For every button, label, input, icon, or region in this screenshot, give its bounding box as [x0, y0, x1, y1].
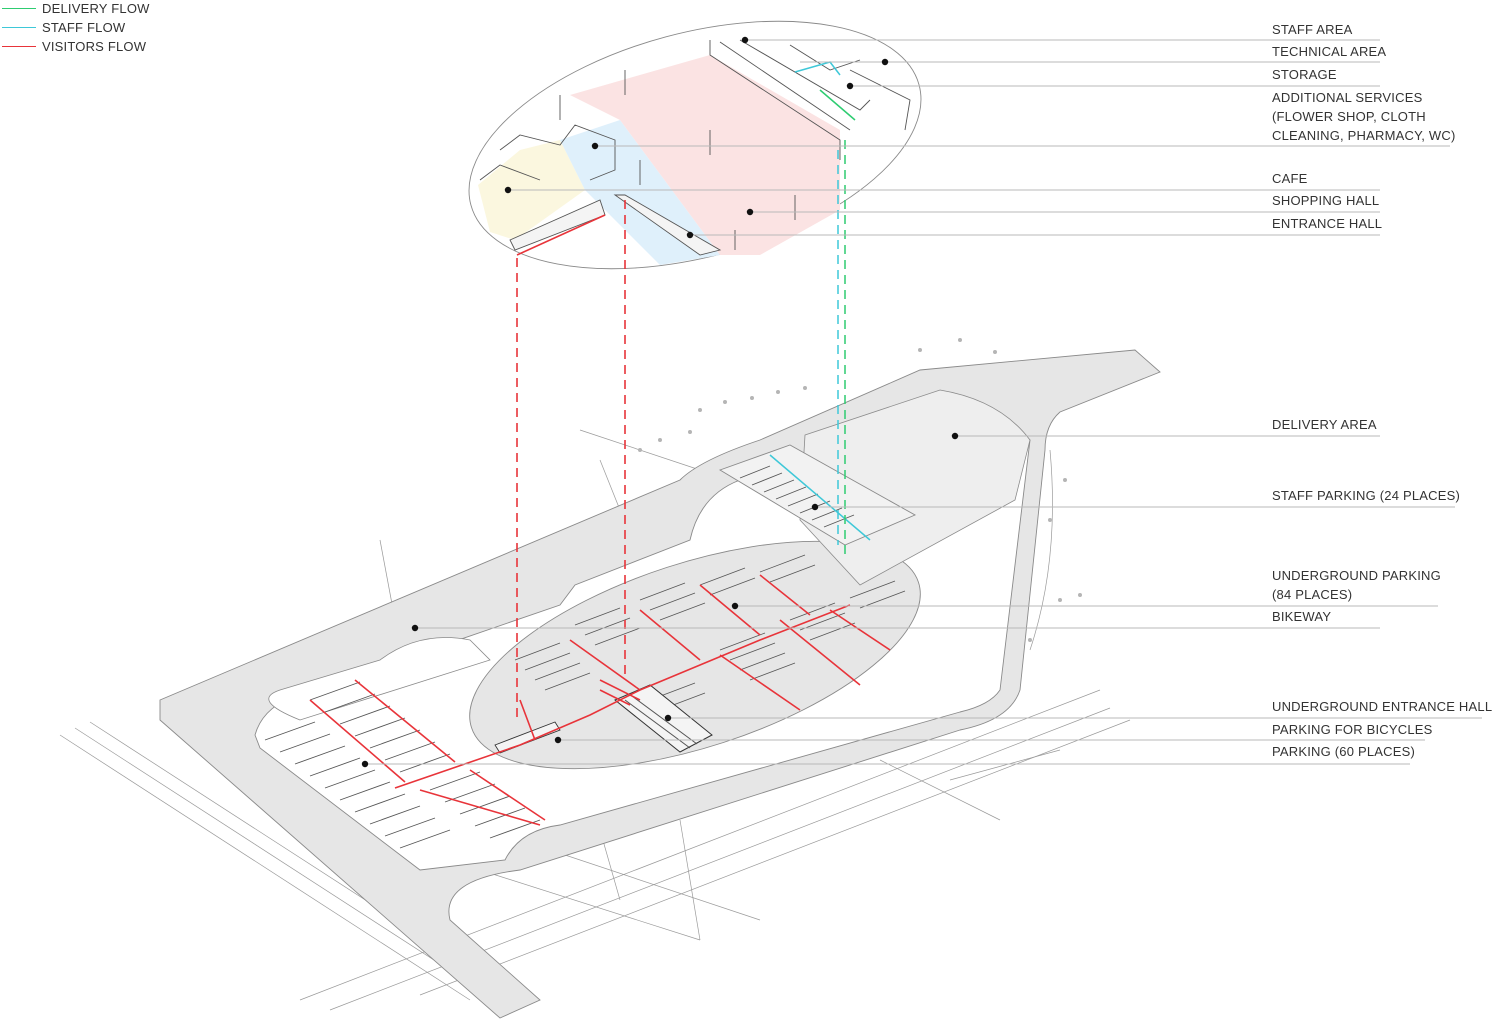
legend-item-delivery-flow: DELIVERY FLOW [2, 0, 182, 19]
callout-delivery-area: DELIVERY AREA [1272, 415, 1377, 434]
callout-staff-area: STAFF AREA [1272, 20, 1353, 39]
bicycle-parking-structure [494, 721, 561, 754]
callout-text: PARKING FOR BICYCLES [1272, 722, 1433, 737]
callout-underground-entrance-hall: UNDERGROUND ENTRANCE HALL [1272, 697, 1492, 716]
callout-text: CAFE [1272, 171, 1308, 186]
callout-leader-lines [365, 39, 1482, 765]
legend-label: DELIVERY FLOW [42, 1, 150, 16]
callout-text: STAFF AREA [1272, 22, 1353, 37]
callout-dots [361, 36, 959, 768]
legend-item-staff-flow: STAFF FLOW [2, 19, 182, 38]
callout-text: STAFF PARKING (24 PLACES) [1272, 488, 1461, 503]
flow-legend: DELIVERY FLOW STAFF FLOW VISITORS FLOW [2, 0, 182, 57]
visitors-flow [309, 200, 891, 826]
callout-underground-parking: UNDERGROUND PARKING (84 PLACES) [1272, 566, 1441, 604]
callout-entrance-hall: ENTRANCE HALL [1272, 214, 1382, 233]
callout-staff-parking: STAFF PARKING (24 PLACES) [1272, 486, 1460, 505]
legend-item-visitors-flow: VISITORS FLOW [2, 38, 182, 57]
delivery-flow [819, 89, 856, 560]
callout-text: BIKEWAY [1272, 609, 1332, 624]
callout-additional-services: ADDITIONAL SERVICES (FLOWER SHOP, CLOTH … [1272, 88, 1456, 145]
callout-text: CLEANING, PHARMACY, WC) [1272, 128, 1456, 143]
legend-swatch-staff [2, 27, 36, 28]
legend-label: VISITORS FLOW [42, 39, 147, 54]
callout-parking-bicycles: PARKING FOR BICYCLES [1272, 720, 1433, 739]
callout-parking-60: PARKING (60 PLACES) [1272, 742, 1415, 761]
legend-label: STAFF FLOW [42, 20, 126, 35]
building-upper-level [468, 20, 922, 270]
callout-shopping-hall: SHOPPING HALL [1272, 191, 1379, 210]
callout-text: SHOPPING HALL [1272, 193, 1380, 208]
legend-swatch-visitors [2, 46, 36, 47]
underground-parking-bays [514, 554, 906, 711]
legend-swatch-delivery [2, 8, 36, 9]
callout-text: UNDERGROUND PARKING [1272, 568, 1441, 583]
callout-text: STORAGE [1272, 67, 1337, 82]
callout-storage: STORAGE [1272, 65, 1337, 84]
shopping-hall-zone [570, 55, 840, 255]
callout-text: UNDERGROUND ENTRANCE HALL [1272, 699, 1493, 714]
callout-bikeway: BIKEWAY [1272, 607, 1331, 626]
callout-text: ADDITIONAL SERVICES [1272, 90, 1423, 105]
callout-technical-area: TECHNICAL AREA [1272, 42, 1386, 61]
callout-text: (FLOWER SHOP, CLOTH [1272, 109, 1426, 124]
callout-text: (84 PLACES) [1272, 587, 1353, 602]
callout-text: DELIVERY AREA [1272, 417, 1377, 432]
callout-cafe: CAFE [1272, 169, 1307, 188]
callout-text: ENTRANCE HALL [1272, 216, 1383, 231]
callout-text: TECHNICAL AREA [1272, 44, 1387, 59]
callout-text: PARKING (60 PLACES) [1272, 744, 1415, 759]
